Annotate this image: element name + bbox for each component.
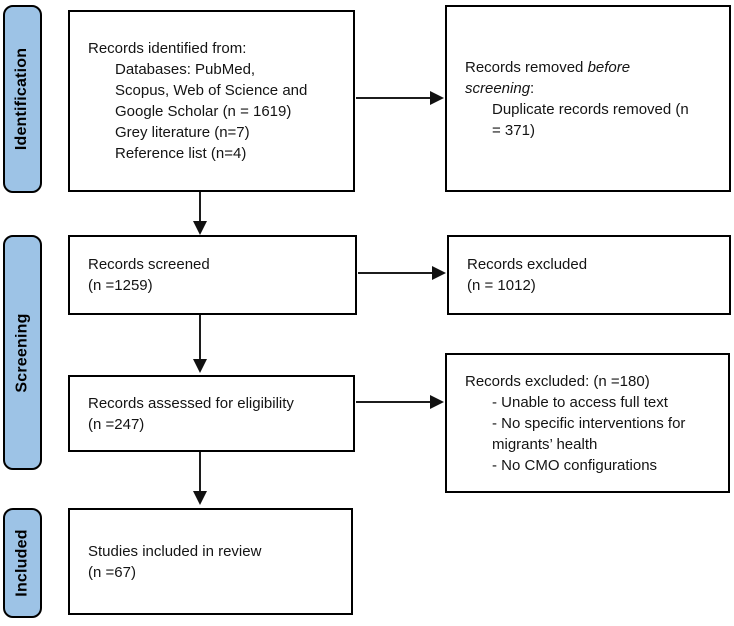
text-line: Databases: PubMed, — [115, 61, 256, 78]
box-text: Records screened (n =1259) — [70, 254, 218, 296]
text-line: Studies included in review — [88, 542, 262, 560]
text-line: Google Scholar (n = 1619) — [115, 103, 292, 120]
text-line: Duplicate records removed (n — [492, 100, 689, 118]
arrow-head-down-icon — [193, 491, 207, 505]
text-line: - No CMO configurations — [492, 456, 658, 474]
arrow-shaft — [199, 452, 201, 492]
box-text: Records excluded (n = 1012) — [449, 254, 595, 296]
arrow-head-right-icon — [430, 395, 444, 409]
text-line: screening: — [465, 79, 535, 97]
text-line: (n = 1012) — [467, 277, 536, 294]
box-text: Records removed before screening: Duplicat… — [447, 57, 697, 141]
arrow-shaft — [199, 192, 201, 222]
text-line: Records excluded: (n =180) — [465, 372, 650, 390]
text-line: Records assessed for eligibility — [88, 394, 294, 412]
text-line: Records excluded — [467, 256, 588, 273]
text-line: (n =247) — [88, 415, 145, 433]
stage-label-identification: Identification — [3, 5, 42, 193]
arrow-head-right-icon — [432, 266, 446, 280]
arrow-shaft — [358, 272, 434, 274]
text-line: = 371) — [492, 121, 535, 139]
stage-label-screening: Screening — [3, 235, 42, 470]
arrow-shaft — [356, 97, 432, 99]
text-line: Reference list (n=4) — [115, 145, 247, 162]
box-records-excluded-screening: Records excluded (n = 1012) — [447, 235, 731, 315]
text-line: Records removed before — [465, 58, 631, 76]
text-line: Grey literature (n=7) — [115, 124, 250, 141]
arrow-shaft — [356, 401, 432, 403]
box-records-screened: Records screened (n =1259) — [68, 235, 357, 315]
stage-label-text: Included — [13, 529, 31, 597]
text-line: Scopus, Web of Science and — [115, 82, 308, 99]
box-records-assessed-eligibility: Records assessed for eligibility (n =247) — [68, 375, 355, 452]
box-records-identified: Records identified from: Databases: PubMe… — [68, 10, 355, 192]
stage-label-included: Included — [3, 508, 42, 618]
text-line: (n =1259) — [88, 277, 153, 294]
text-line: - No specific interventions for — [492, 414, 686, 432]
box-text: Records assessed for eligibility (n =247) — [70, 393, 302, 435]
box-text: Records identified from: Databases: PubMe… — [70, 38, 315, 164]
box-records-excluded-eligibility: Records excluded: (n =180) - Unable to ac… — [445, 353, 730, 493]
text-line: migrants’ health — [492, 435, 598, 453]
arrow-head-right-icon — [430, 91, 444, 105]
box-text: Records excluded: (n =180) - Unable to ac… — [447, 371, 693, 476]
text-line: (n =67) — [88, 563, 136, 581]
arrow-head-down-icon — [193, 359, 207, 373]
text-line: Records identified from: — [88, 40, 247, 57]
arrow-head-down-icon — [193, 221, 207, 235]
box-text: Studies included in review (n =67) — [70, 541, 269, 583]
arrow-shaft — [199, 315, 201, 360]
text-line: Records screened — [88, 256, 210, 273]
text-line: - Unable to access full text — [492, 393, 668, 411]
stage-label-text: Identification — [13, 47, 31, 151]
box-studies-included: Studies included in review (n =67) — [68, 508, 353, 615]
box-records-removed-before-screening: Records removed before screening: Duplicat… — [445, 5, 731, 192]
stage-label-text: Screening — [13, 312, 31, 393]
